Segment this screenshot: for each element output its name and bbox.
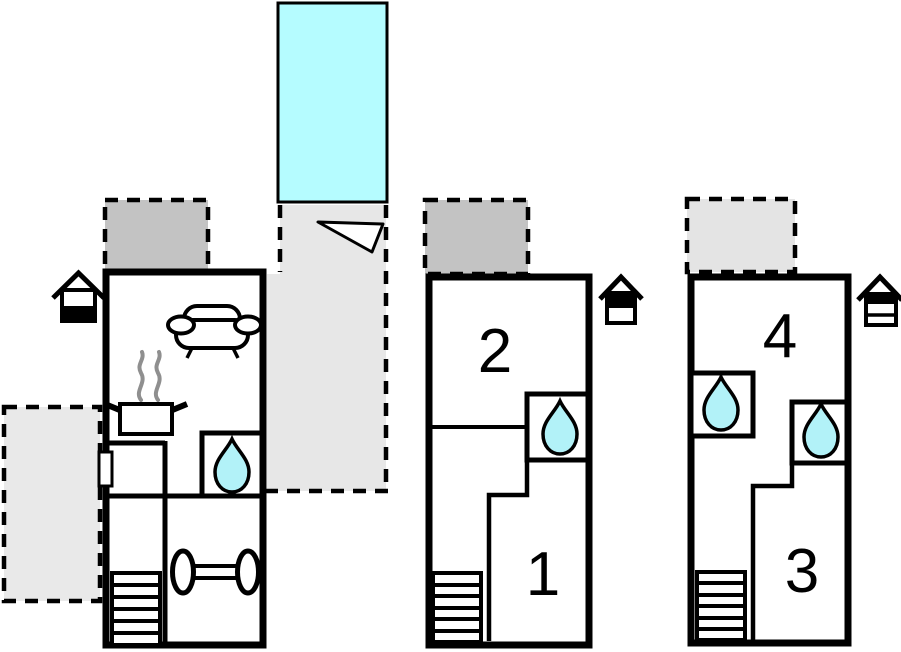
sofa-icon [166,304,263,359]
garden-area-left [1,404,103,604]
house-floor-indicator-icon-unit-3 [856,273,901,327]
terrace-corridor [267,205,386,491]
swimming-pool [276,1,389,204]
room-label-3: 3 [785,537,819,606]
unit-1 [97,268,267,649]
unit-2-step-wall [486,458,530,641]
terrace-unit-2 [422,197,531,277]
cooking-pot-icon [103,350,189,436]
room-label-4: 4 [763,302,797,371]
stairs-icon [695,570,747,642]
door-swing-icon [316,220,385,254]
room-label-2: 2 [478,317,512,386]
room-label-1: 1 [526,540,560,609]
house-floor-indicator-icon-unit-1 [51,269,106,323]
unit-3: 4 3 [687,273,852,647]
dumbbell-icon [170,548,261,596]
entrance-door-icon [97,450,114,488]
unit-3-step-wall [750,461,795,640]
stairs-icon [110,571,162,647]
house-floor-indicator-icon-unit-2 [598,273,644,325]
stairs-icon [431,571,483,644]
unit-2: 2 1 [425,273,593,649]
terrace-unit-1 [102,197,211,275]
terrace-unit-4 [684,196,798,275]
